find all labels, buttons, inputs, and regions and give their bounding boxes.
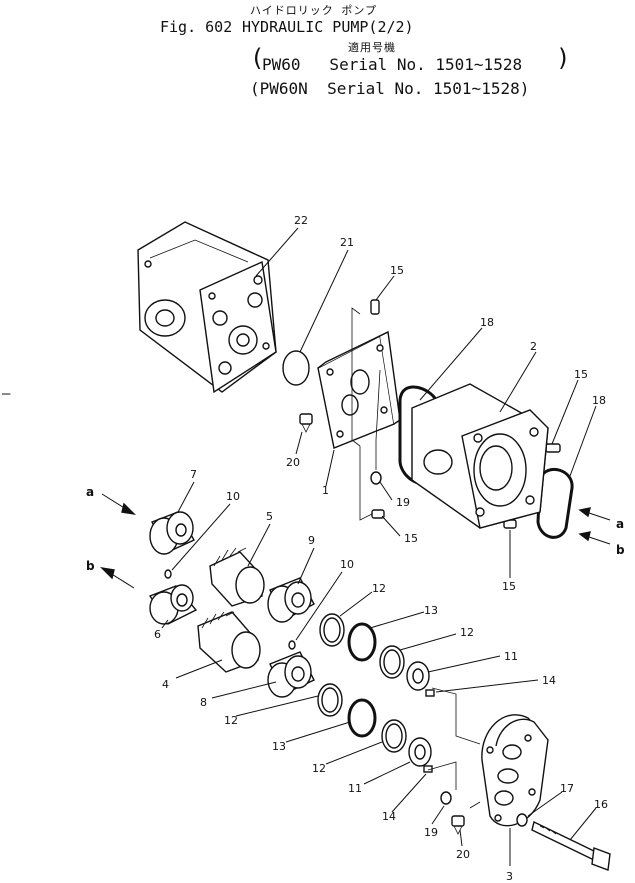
- bushing-9: [267, 577, 315, 623]
- callout-16: 16: [594, 798, 608, 811]
- callout-18-top: 18: [480, 316, 494, 329]
- driven-gear-4: [197, 611, 261, 673]
- callout-3: 3: [506, 870, 513, 883]
- callout-11-b: 11: [348, 782, 362, 795]
- flow-letters: a b a b: [86, 485, 625, 573]
- callout-10-right: 10: [340, 558, 354, 571]
- leader-lines: [161, 227, 597, 866]
- bolt-16: [531, 820, 611, 871]
- ring-12a-inner: [323, 617, 341, 643]
- page-title: HYDRAULIC PUMP(2/2): [242, 18, 414, 36]
- bushing-7: [149, 511, 195, 555]
- flow-b-left: b: [86, 559, 95, 573]
- flow-arrows: [99, 493, 611, 589]
- dowel-pin-15a: [370, 299, 380, 315]
- callout-18-right: 18: [592, 394, 606, 407]
- paren-close: ): [556, 44, 571, 72]
- serial-line-pw60n: (PW60N Serial No. 1501~1528): [250, 79, 530, 98]
- pin-10a: [164, 569, 172, 579]
- plate-1: [317, 330, 401, 449]
- flow-a-left: a: [86, 485, 94, 499]
- callout-15-right: 15: [574, 368, 588, 381]
- ring-12d-inner: [385, 723, 403, 749]
- pin-10b: [288, 640, 296, 650]
- plug-20a: [299, 413, 313, 433]
- serial-line-pw60: PW60 Serial No. 1501~1528: [262, 55, 523, 74]
- callout-8: 8: [200, 696, 207, 709]
- callout-20-top: 20: [286, 456, 300, 469]
- figure-number: Fig. 602: [160, 18, 233, 36]
- callout-19-top: 19: [396, 496, 410, 509]
- callout-15-mid: 15: [404, 532, 418, 545]
- callout-17: 17: [560, 782, 574, 795]
- ring-12c-inner: [321, 687, 339, 713]
- cover-3: [481, 714, 549, 827]
- flow-b-right: b: [616, 543, 625, 557]
- bearing-13a: [347, 622, 377, 662]
- callout-5: 5: [266, 510, 273, 523]
- callout-6: 6: [154, 628, 161, 641]
- callout-12-a: 12: [372, 582, 386, 595]
- callout-13-b: 13: [272, 740, 286, 753]
- callout-20-bottom: 20: [456, 848, 470, 861]
- applicable-models-label: 適用号機: [348, 41, 396, 54]
- flow-a-right: a: [616, 517, 624, 531]
- dowel-pin-15b: [545, 443, 561, 453]
- bushing-6: [148, 584, 198, 625]
- callout-11-a: 11: [504, 650, 518, 663]
- callout-12-d: 12: [312, 762, 326, 775]
- o-ring-19b: [440, 791, 452, 805]
- callout-numbers: 22 21 15 18 2 15 18 20 1 19 15 15 7 10 5…: [154, 214, 608, 883]
- callout-21: 21: [340, 236, 354, 249]
- o-ring-19a: [370, 471, 382, 485]
- spring-14a: [425, 689, 435, 697]
- seal-11b-inner: [414, 744, 426, 760]
- callout-7: 7: [190, 468, 197, 481]
- bearing-13b: [347, 698, 377, 738]
- gear-housing-2: [411, 383, 549, 529]
- callout-19-bottom: 19: [424, 826, 438, 839]
- callout-22: 22: [294, 214, 308, 227]
- callout-12-c: 12: [224, 714, 238, 727]
- callout-14-b: 14: [382, 810, 396, 823]
- kana-title: ハイドロリック ポンプ: [250, 4, 378, 17]
- callout-14-a: 14: [542, 674, 556, 687]
- o-ring-21: [282, 350, 310, 386]
- callout-1: 1: [322, 484, 329, 497]
- margin-mark: –: [2, 386, 11, 402]
- callout-15-bottom: 15: [502, 580, 516, 593]
- washer-17: [516, 813, 528, 827]
- callout-13-a: 13: [424, 604, 438, 617]
- paren-open: (: [250, 44, 265, 72]
- pump-body-22: [137, 221, 277, 394]
- drive-gear-5: [209, 547, 265, 607]
- callout-2: 2: [530, 340, 537, 353]
- seal-11a-inner: [412, 668, 424, 684]
- callout-12-b: 12: [460, 626, 474, 639]
- plug-20b: [451, 815, 465, 835]
- callout-10-left: 10: [226, 490, 240, 503]
- callout-15-top: 15: [390, 264, 404, 277]
- ring-12b-inner: [383, 649, 401, 675]
- seal-18b: [536, 467, 574, 539]
- callout-4: 4: [162, 678, 169, 691]
- callout-9: 9: [308, 534, 315, 547]
- bushing-8: [267, 651, 315, 698]
